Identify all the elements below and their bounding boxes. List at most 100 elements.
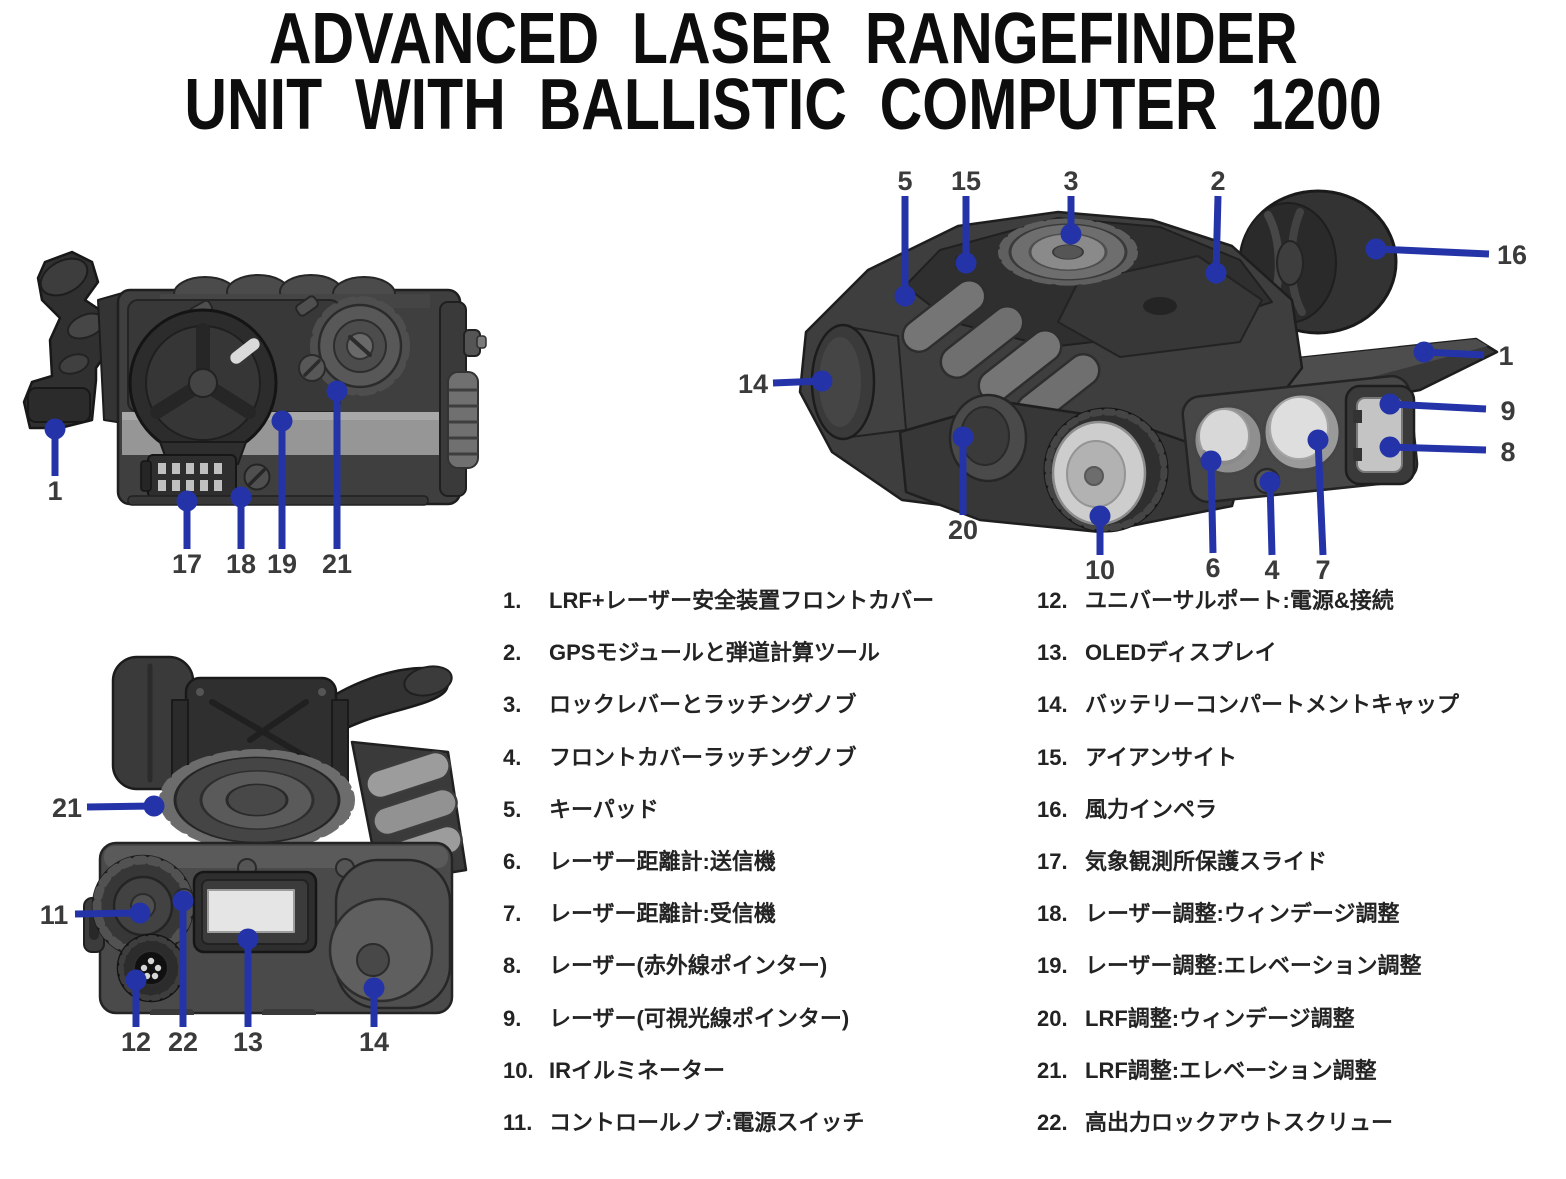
legend-item: 19. レーザー調整:エレベーション調整 [1037, 951, 1421, 981]
front-view-illustration [83, 655, 468, 1015]
legend-item-label: レーザー距離計:送信機 [549, 849, 776, 874]
legend-item-number: 19. [1037, 953, 1068, 979]
callout-number-perspective-view-10: 10 [1085, 555, 1115, 585]
callout-number-front-view-22: 22 [168, 1027, 198, 1057]
lrf-receiver-lens [1262, 392, 1342, 472]
legend-item: 11. コントロールノブ:電源スイッチ [503, 1108, 864, 1138]
laser-pointer-ports [1344, 384, 1416, 486]
legend-item: 16. 風力インペラ [1037, 795, 1217, 825]
legend-item-label: バッテリーコンパートメントキャップ [1085, 692, 1460, 718]
side-gear-texture [447, 371, 479, 469]
legend-item: 17. 気象観測所保護スライド [1037, 847, 1327, 877]
lens-hood [128, 308, 278, 465]
callout-number-side-view-18: 18 [226, 549, 256, 579]
legend-item-label: レーザー距離計:受信機 [549, 901, 776, 927]
legend-item-label: IRイルミネーター [549, 1057, 726, 1083]
callout-number-perspective-view-1: 1 [1498, 341, 1513, 371]
elevation-adjust-cog [310, 296, 410, 396]
legend-item-number: 9. [503, 1005, 522, 1031]
legend-item-label: OLEDディスプレイ [1085, 640, 1277, 666]
title-line-2: UNIT WITH BALLISTIC COMPUTER 1200 [184, 65, 1382, 145]
ir-illuminator [1043, 407, 1169, 533]
oled-display [192, 870, 318, 954]
callout-number-perspective-view-4: 4 [1264, 555, 1279, 585]
legend-item: 10. IRイルミネーター [503, 1056, 725, 1086]
callout-number-side-view-21: 21 [322, 549, 352, 579]
callout-number-front-view-13: 13 [233, 1027, 263, 1057]
legend-item-number: 3. [503, 692, 522, 718]
legend-item-number: 7. [503, 901, 522, 927]
legend-item-number: 18. [1037, 901, 1068, 927]
lockout-screw [173, 888, 195, 910]
legend-item-label: LRF+レーザー安全装置フロントカバー [549, 588, 935, 613]
legend-item: 12.ユニバーサルポート:電源&接続 [1037, 586, 1394, 616]
legend-item: 13. OLEDディスプレイ [1037, 638, 1277, 668]
legend-item: 4. フロントカバーラッチングノブ [503, 743, 857, 773]
legend-item-label: コントロールノブ:電源スイッチ [549, 1110, 865, 1135]
legend-item-label: レーザー(可視光線ポインター) [549, 1005, 850, 1031]
callout-number-front-view-14: 14 [359, 1027, 389, 1057]
callout-number-front-view-21: 21 [52, 793, 82, 823]
legend-item-label: GPSモジュールと弾道計算ツール [549, 640, 880, 666]
legend-item-label: キーパッド [549, 796, 659, 822]
legend-item-label: 気象観測所保護スライド [1085, 849, 1328, 874]
legend-item: 9. レーザー(可視光線ポインター) [503, 1004, 849, 1034]
legend-item-number: 22. [1037, 1110, 1068, 1135]
legend-item-number: 14. [1037, 692, 1068, 718]
carry-handle [316, 665, 453, 742]
legend-item-number: 12. [1037, 588, 1068, 613]
front-latch-knob [1253, 467, 1281, 495]
legend-item-number: 17. [1037, 849, 1068, 874]
legend-item-label: アイアンサイト [1085, 744, 1238, 770]
legend-item: 7. レーザー距離計:受信機 [503, 899, 776, 929]
locking-cog [998, 218, 1138, 286]
legend-item-label: フロントカバーラッチングノブ [549, 744, 857, 770]
battery-cap [810, 323, 907, 441]
legend-item-label: 風力インペラ [1085, 796, 1218, 822]
legend-item-number: 13. [1037, 640, 1068, 666]
legend-item-number: 16. [1037, 796, 1068, 822]
side-view-illustration [22, 250, 487, 506]
legend-item-label: レーザー調整:エレベーション調整 [1085, 953, 1422, 979]
legend-item-label: ロックレバーとラッチングノブ [549, 692, 857, 718]
callout-number-side-view-17: 17 [172, 549, 202, 579]
weather-station-connector [140, 454, 237, 499]
legend-item: 21.LRF調整:エレベーション調整 [1037, 1056, 1377, 1086]
legend-item-number: 6. [503, 849, 522, 874]
page-title: ADVANCED LASER RANGEFINDER UNIT WITH BAL… [0, 0, 1566, 145]
universal-port-connector [116, 933, 186, 1003]
legend-item: 2. GPSモジュールと弾道計算ツール [503, 638, 880, 668]
title-line-1: ADVANCED LASER RANGEFINDER [268, 0, 1298, 79]
legend-item-label: レーザー調整:ウィンデージ調整 [1085, 901, 1400, 927]
legend-item-number: 11. [503, 1110, 533, 1135]
lrf-transmitter-lens [1192, 404, 1264, 476]
callout-number-front-view-12: 12 [121, 1027, 151, 1057]
legend-item: 20. LRF調整:ウィンデージ調整 [1037, 1004, 1355, 1034]
legend-item-label: レーザー(赤外線ポインター) [549, 953, 828, 979]
legend-item-number: 10. [503, 1057, 534, 1083]
iron-sight [955, 255, 975, 270]
legend-item: 5. キーパッド [503, 795, 659, 825]
legend-item-number: 2. [503, 640, 522, 666]
legend-item-label: LRF調整:ウィンデージ調整 [1085, 1005, 1355, 1031]
legend-item: 8. レーザー(赤外線ポインター) [503, 951, 827, 981]
legend-item-number: 15. [1037, 744, 1068, 770]
legend-item-number: 1. [503, 588, 522, 613]
legend-item-number: 5. [503, 796, 522, 822]
callout-number-perspective-view-8: 8 [1500, 437, 1515, 467]
callout-number-perspective-view-6: 6 [1205, 553, 1220, 583]
perspective-view-illustration [798, 189, 1499, 534]
legend-item: 18. レーザー調整:ウィンデージ調整 [1037, 899, 1399, 929]
front-cover-assembly [22, 250, 131, 430]
callout-number-perspective-view-7: 7 [1315, 555, 1330, 585]
legend-item: 14. バッテリーコンパートメントキャップ [1037, 690, 1459, 720]
legend-item: 1. LRF+レーザー安全装置フロントカバー [503, 586, 934, 616]
legend-item-label: 高出力ロックアウトスクリュー [1085, 1110, 1394, 1135]
callout-number-perspective-view-9: 9 [1500, 396, 1515, 426]
legend-item-number: 20. [1037, 1005, 1068, 1031]
legend-item-label: LRF調整:エレベーション調整 [1085, 1057, 1377, 1083]
front-sensor-panel [1181, 374, 1419, 504]
legend-item-number: 8. [503, 953, 522, 979]
legend-item-number: 4. [503, 744, 522, 770]
